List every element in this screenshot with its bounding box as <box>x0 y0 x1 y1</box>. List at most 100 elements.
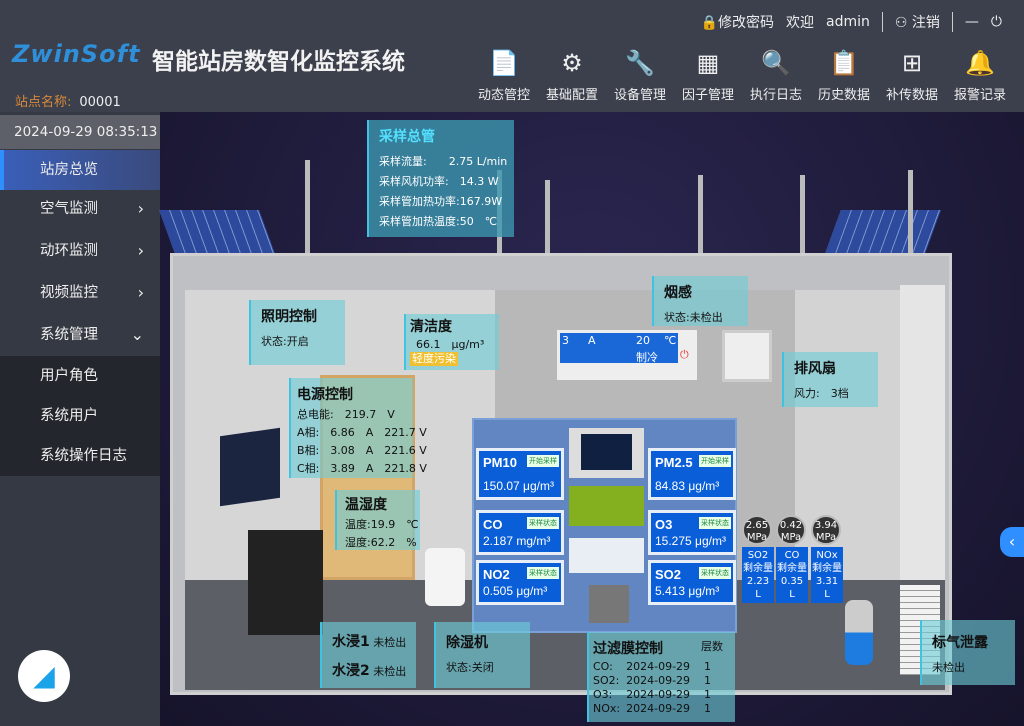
panel-title: 照明控制 <box>261 309 317 325</box>
sidebar-item-air[interactable]: 空气监测› <box>0 189 160 229</box>
logo: ZwinSoft <box>12 40 141 68</box>
water-sensor-2: 水浸2 <box>332 663 370 679</box>
tool-history-data[interactable]: 📋历史数据 <box>810 48 878 103</box>
ac-power-icon[interactable]: ⏻ <box>680 348 689 361</box>
panel-row: 风力: 3档 <box>794 387 849 400</box>
wrench-icon: 🔧 <box>625 49 655 77</box>
pump <box>589 585 629 623</box>
ac-temp: 20 <box>636 334 650 347</box>
exhaust-fan-panel[interactable]: 排风扇风力: 3档 <box>782 352 878 407</box>
lock-icon: 🔒 <box>700 15 719 31</box>
power-icon[interactable]: ⏻ <box>990 14 1002 30</box>
smoke-panel[interactable]: 烟感状态:未检出 <box>652 276 748 326</box>
meter-name: SO2 <box>655 567 682 582</box>
change-password-button[interactable]: 🔒修改密码 <box>701 12 774 32</box>
filter-cell: 2024-09-29 <box>626 702 691 715</box>
tool-device-management[interactable]: 🔧设备管理 <box>606 48 674 103</box>
panel-row: C相: 3.89 A 221.8 V <box>297 462 427 475</box>
panel-title: 电源控制 <box>297 387 353 403</box>
minimize-icon[interactable]: — <box>964 14 979 30</box>
sidebar-item-user-roles[interactable]: 用户角色 <box>0 356 160 396</box>
ups-cabinet <box>248 530 323 635</box>
sidebar-item-video[interactable]: 视频监控› <box>0 273 160 313</box>
panel-row: 采样风机功率: 14.3 W <box>379 175 499 188</box>
panel-row: 66.1 μg/m³ <box>416 338 485 351</box>
app-shortcut-button[interactable]: ◢ <box>18 650 70 702</box>
meter-badge[interactable]: 采样状态 <box>699 517 731 529</box>
tool-factor-management[interactable]: ▦因子管理 <box>674 48 742 103</box>
filter-cell: 2024-09-29 <box>626 688 691 701</box>
camera-pole <box>305 160 310 255</box>
meter-value: 0.505 μg/m³ <box>483 584 548 598</box>
sampling-pole <box>545 180 550 255</box>
meter-badge[interactable]: 开始采样 <box>699 455 731 467</box>
ac-fan: A <box>588 334 596 347</box>
camera-pole <box>908 170 913 255</box>
filter-cell: 1 <box>704 688 712 701</box>
sidebar-item-env[interactable]: 动环监测› <box>0 231 160 271</box>
water-leak-panel[interactable]: 水浸1 未检出水浸2 未检出 <box>320 622 416 688</box>
lighting-panel[interactable]: 照明控制状态:开启 <box>249 300 345 365</box>
upload-icon: ⊞ <box>901 49 923 77</box>
ac-unit: ℃ <box>664 334 677 347</box>
gas-leak-cylinder <box>845 600 873 665</box>
sidebar-item-operation-log[interactable]: 系统操作日志 <box>0 436 160 476</box>
tool-label: 补传数据 <box>885 88 938 103</box>
chevron-right-icon: › <box>137 283 144 302</box>
logout-label: 注销 <box>911 15 940 31</box>
app-title: 智能站房数智化监控系统 <box>152 49 405 75</box>
tool-execution-log[interactable]: 🔍执行日志 <box>742 48 810 103</box>
analyzer-screen <box>569 428 644 478</box>
meter-badge[interactable]: 采样状态 <box>699 567 731 579</box>
tool-resend-data[interactable]: ⊞ 补传数据 <box>878 48 946 103</box>
meter-value: 5.413 μg/m³ <box>655 584 720 598</box>
panel-title: 采样总管 <box>379 129 435 145</box>
exhaust-fan-device[interactable] <box>722 330 772 382</box>
filter-cell: SO2: <box>593 674 620 687</box>
water-sensor-1: 水浸1 <box>332 634 370 650</box>
ac-mode-num: 3 <box>562 334 569 347</box>
tool-alarm-records[interactable]: 🔔报警记录 <box>946 48 1014 103</box>
panel-row: 采样流量: 2.75 L/min <box>379 155 508 168</box>
meter-badge[interactable]: 采样状态 <box>527 517 559 529</box>
meter-badge[interactable]: 开始采样 <box>527 455 559 467</box>
tool-dynamic-control[interactable]: 📄动态管控 <box>470 48 538 103</box>
sidebar-item-overview[interactable]: 站房总览 <box>0 150 160 190</box>
gas-leak-panel[interactable]: 标气泄露未检出 <box>920 620 1015 685</box>
tool-basic-config[interactable]: ⚙基础配置 <box>538 48 606 103</box>
sidebar-item-system-users[interactable]: 系统用户 <box>0 396 160 436</box>
meter-so2[interactable]: SO2 采样状态 5.413 μg/m³ <box>648 560 736 605</box>
username: admin <box>826 14 870 30</box>
meter-badge[interactable]: 采样状态 <box>527 567 559 579</box>
dehumidifier-panel[interactable]: 除湿机状态:关闭 <box>434 622 530 688</box>
collapse-panel-button[interactable]: ‹ <box>1000 527 1024 557</box>
sidebar-item-system[interactable]: 系统管理⌄ <box>0 315 160 355</box>
tool-label: 执行日志 <box>749 88 802 103</box>
site-label: 站点名称: <box>15 95 72 110</box>
logout-button[interactable]: ⚇ 注销 <box>895 12 940 32</box>
meter-value: 84.83 μg/m³ <box>655 479 720 493</box>
panel-title: 除湿机 <box>446 635 488 651</box>
panel-row: 湿度:62.2 % <box>345 536 417 549</box>
